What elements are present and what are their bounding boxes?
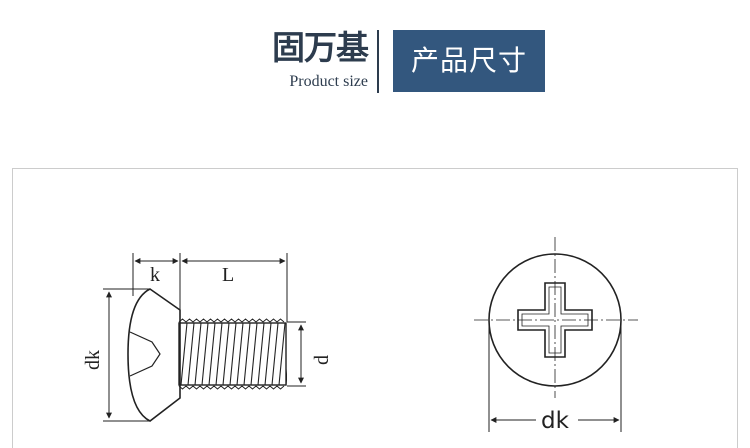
header-divider xyxy=(377,30,379,93)
screw-threads xyxy=(179,322,287,386)
brand-name: 固万基 xyxy=(272,28,369,67)
screw-top-view xyxy=(474,237,638,432)
page-header: 固万基 Product size 产品尺寸 xyxy=(0,0,750,110)
label-d: d xyxy=(311,355,333,365)
label-dk-side: dk xyxy=(82,350,104,370)
screw-diagram: k L dk d dk xyxy=(82,237,638,434)
screw-head-outline xyxy=(127,288,181,422)
diagram-panel xyxy=(12,168,738,448)
thread-crest-top xyxy=(178,318,285,323)
screw-shank xyxy=(178,322,287,386)
label-dk-top: dk xyxy=(541,408,570,434)
section-title: 产品尺寸 xyxy=(393,30,545,92)
label-k: k xyxy=(150,264,160,286)
phillips-cross xyxy=(517,282,593,358)
thread-crest-bottom xyxy=(178,385,285,390)
brand-subtitle: Product size xyxy=(289,73,368,90)
screw-side-view xyxy=(103,253,306,422)
label-L: L xyxy=(222,264,234,286)
recess-outline xyxy=(129,331,161,377)
brand-block: 固万基 Product size xyxy=(262,28,369,92)
